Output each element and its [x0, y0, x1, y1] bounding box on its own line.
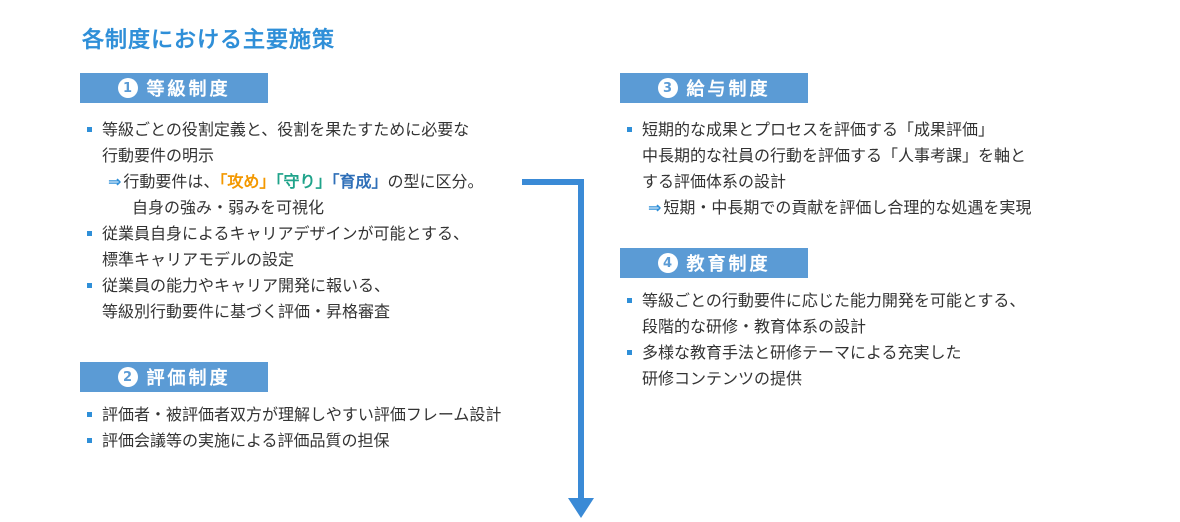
- list-item: 等級ごとの行動要件に応じた能力開発を可能とする、 段階的な研修・教育体系の設計: [624, 288, 1025, 340]
- note-text: 行動要件は、: [123, 172, 220, 191]
- item-text: 短期的な成果とプロセスを評価する「成果評価」: [642, 120, 995, 139]
- note-text: 自身の強み・弱みを可視化: [132, 198, 325, 217]
- item-text: 評価会議等の実施による評価品質の担保: [102, 431, 390, 450]
- item-text: 従業員の能力やキャリア開発に報いる、: [102, 276, 391, 295]
- grade-system-list: 等級ごとの役割定義と、役割を果たすために必要な 行動要件の明示 ⇒行動要件は、「…: [84, 117, 483, 325]
- section-title: 等級制度: [146, 79, 231, 100]
- section-header-salary-system: 3 給与制度: [620, 73, 808, 103]
- item-text: 等級ごとの行動要件に応じた能力開発を可能とする、: [642, 291, 1026, 310]
- list-item: 評価者・被評価者双方が理解しやすい評価フレーム設計: [84, 402, 501, 428]
- item-text: 等級別行動要件に基づく評価・昇格審査: [102, 302, 391, 321]
- section-header-evaluation-system: 2 評価制度: [80, 362, 268, 392]
- list-item: 従業員自身によるキャリアデザインが可能とする、 標準キャリアモデルの設定: [84, 221, 483, 273]
- item-text: 中長期的な社員の行動を評価する「人事考課」を軸と: [642, 146, 1027, 165]
- section-number-badge: 4: [657, 253, 678, 273]
- list-item: 多様な教育手法と研修テーマによる充実した 研修コンテンツの提供: [624, 340, 1025, 392]
- right-arrow-icon: ⇒: [108, 172, 122, 191]
- section-title: 教育制度: [686, 254, 771, 275]
- section-header-education-system: 4 教育制度: [620, 248, 808, 278]
- right-arrow-icon: ⇒: [648, 198, 662, 217]
- highlight-defend: 「守り」: [275, 172, 332, 191]
- section-number-badge: 2: [117, 367, 138, 387]
- note-text: 短期・中長期での貢献を評価し合理的な処遇を実現: [663, 198, 1032, 217]
- salary-system-list: 短期的な成果とプロセスを評価する「成果評価」 中長期的な社員の行動を評価する「人…: [624, 117, 1031, 221]
- arrow-note: ⇒行動要件は、「攻め」「守り」「育成」の型に区分。: [102, 169, 483, 195]
- section-number-badge: 3: [657, 78, 678, 98]
- item-text: 段階的な研修・教育体系の設計: [642, 317, 867, 336]
- section-header-grade-system: 1 等級制度: [80, 73, 268, 103]
- list-item: 評価会議等の実施による評価品質の担保: [84, 428, 501, 454]
- list-item: 等級ごとの役割定義と、役割を果たすために必要な 行動要件の明示 ⇒行動要件は、「…: [84, 117, 483, 221]
- item-text: 多様な教育手法と研修テーマによる充実した: [642, 343, 962, 362]
- section-title: 評価制度: [146, 368, 231, 389]
- item-text: 標準キャリアモデルの設定: [102, 250, 295, 269]
- note-text: の型に区分。: [387, 172, 484, 191]
- flow-arrow-head: [568, 498, 594, 518]
- section-title: 給与制度: [686, 79, 771, 100]
- highlight-develop: 「育成」: [331, 172, 388, 191]
- item-text: 研修コンテンツの提供: [642, 369, 803, 388]
- page-title: 各制度における主要施策: [82, 28, 336, 53]
- item-text: する評価体系の設計: [642, 172, 787, 191]
- arrow-note: ⇒短期・中長期での貢献を評価し合理的な処遇を実現: [642, 195, 1031, 221]
- item-text: 評価者・被評価者双方が理解しやすい評価フレーム設計: [102, 405, 502, 424]
- item-text: 従業員自身によるキャリアデザインが可能とする、: [102, 224, 470, 243]
- item-text: 行動要件の明示: [102, 146, 215, 165]
- list-item: 従業員の能力やキャリア開発に報いる、 等級別行動要件に基づく評価・昇格審査: [84, 273, 483, 325]
- flow-arrow-line: [522, 179, 584, 500]
- highlight-attack: 「攻め」: [219, 172, 276, 191]
- evaluation-system-list: 評価者・被評価者双方が理解しやすい評価フレーム設計 評価会議等の実施による評価品…: [84, 402, 501, 454]
- list-item: 短期的な成果とプロセスを評価する「成果評価」 中長期的な社員の行動を評価する「人…: [624, 117, 1031, 221]
- item-text: 等級ごとの役割定義と、役割を果たすために必要な: [102, 120, 470, 139]
- education-system-list: 等級ごとの行動要件に応じた能力開発を可能とする、 段階的な研修・教育体系の設計 …: [624, 288, 1025, 392]
- section-number-badge: 1: [117, 78, 138, 98]
